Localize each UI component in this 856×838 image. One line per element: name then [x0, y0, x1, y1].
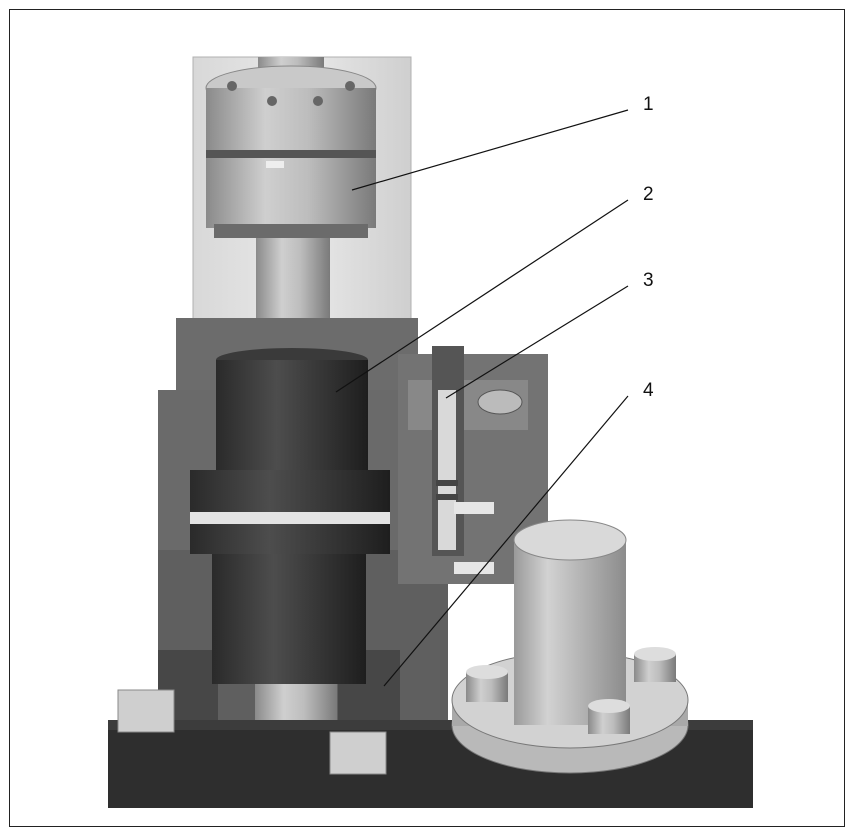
- leader-line-3: [445, 285, 629, 399]
- callout-2: 2: [643, 184, 654, 205]
- leader-line-2: [335, 199, 629, 393]
- upper-flange-assembly: [205, 65, 377, 238]
- callout-1: 1: [643, 94, 654, 115]
- piston-part-2: [190, 348, 390, 684]
- side-cylinder: [451, 519, 689, 774]
- callout-4: 4: [643, 380, 654, 401]
- leader-lines: [335, 109, 629, 687]
- leader-line-1: [351, 109, 629, 191]
- callout-3: 3: [643, 270, 654, 291]
- leader-line-4: [383, 395, 629, 687]
